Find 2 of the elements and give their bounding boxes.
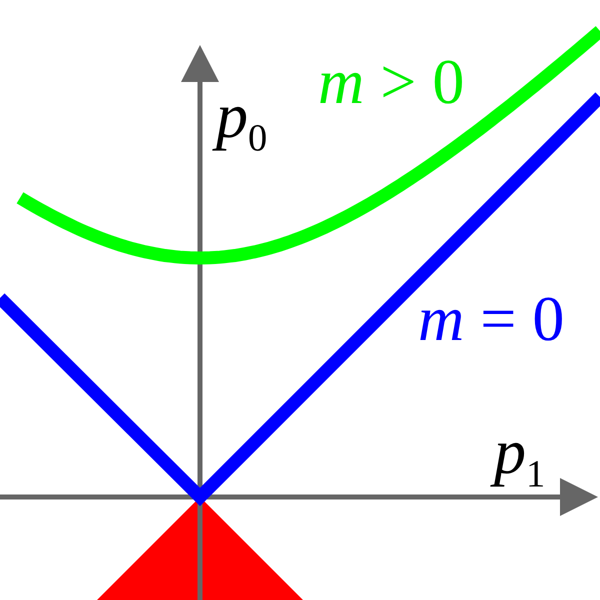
curve-label: m > 0	[318, 50, 464, 114]
curve-label: m = 0	[418, 287, 564, 351]
